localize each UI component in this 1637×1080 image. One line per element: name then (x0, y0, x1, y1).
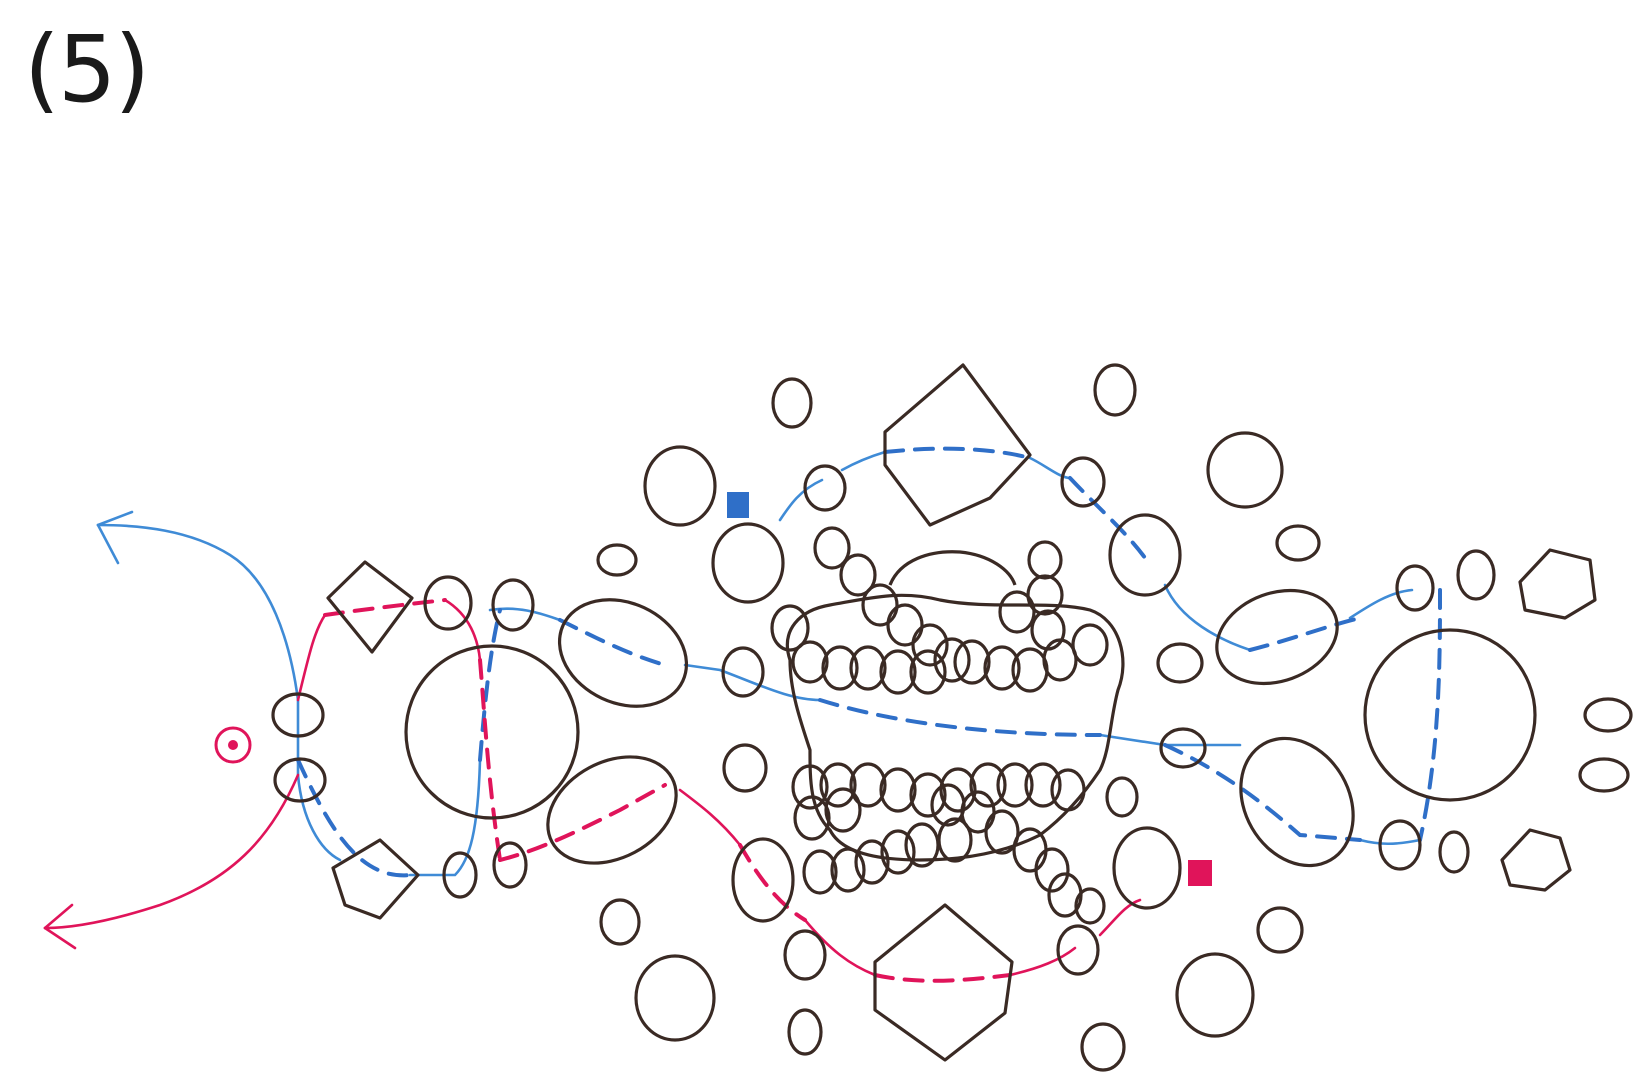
pebble (1032, 611, 1064, 649)
pebble (1014, 829, 1046, 871)
red-square-marker (1188, 860, 1212, 886)
pebble (863, 585, 897, 625)
pebble (955, 641, 989, 683)
left-shapes (273, 379, 845, 1054)
pebble (793, 642, 827, 682)
pebble (826, 789, 860, 831)
pebble (1073, 625, 1107, 665)
target-icon (216, 728, 250, 762)
pebble (939, 819, 971, 861)
pebble (1029, 542, 1061, 578)
pebble (1044, 640, 1076, 680)
blue-route (98, 449, 1440, 876)
pebble (1000, 592, 1034, 632)
pebble (888, 605, 922, 645)
pebble (1052, 770, 1084, 810)
blue-square-marker (727, 492, 749, 518)
right-shapes (1058, 365, 1631, 1070)
hexagon-shapes (875, 365, 1030, 1060)
pebble (795, 797, 829, 839)
